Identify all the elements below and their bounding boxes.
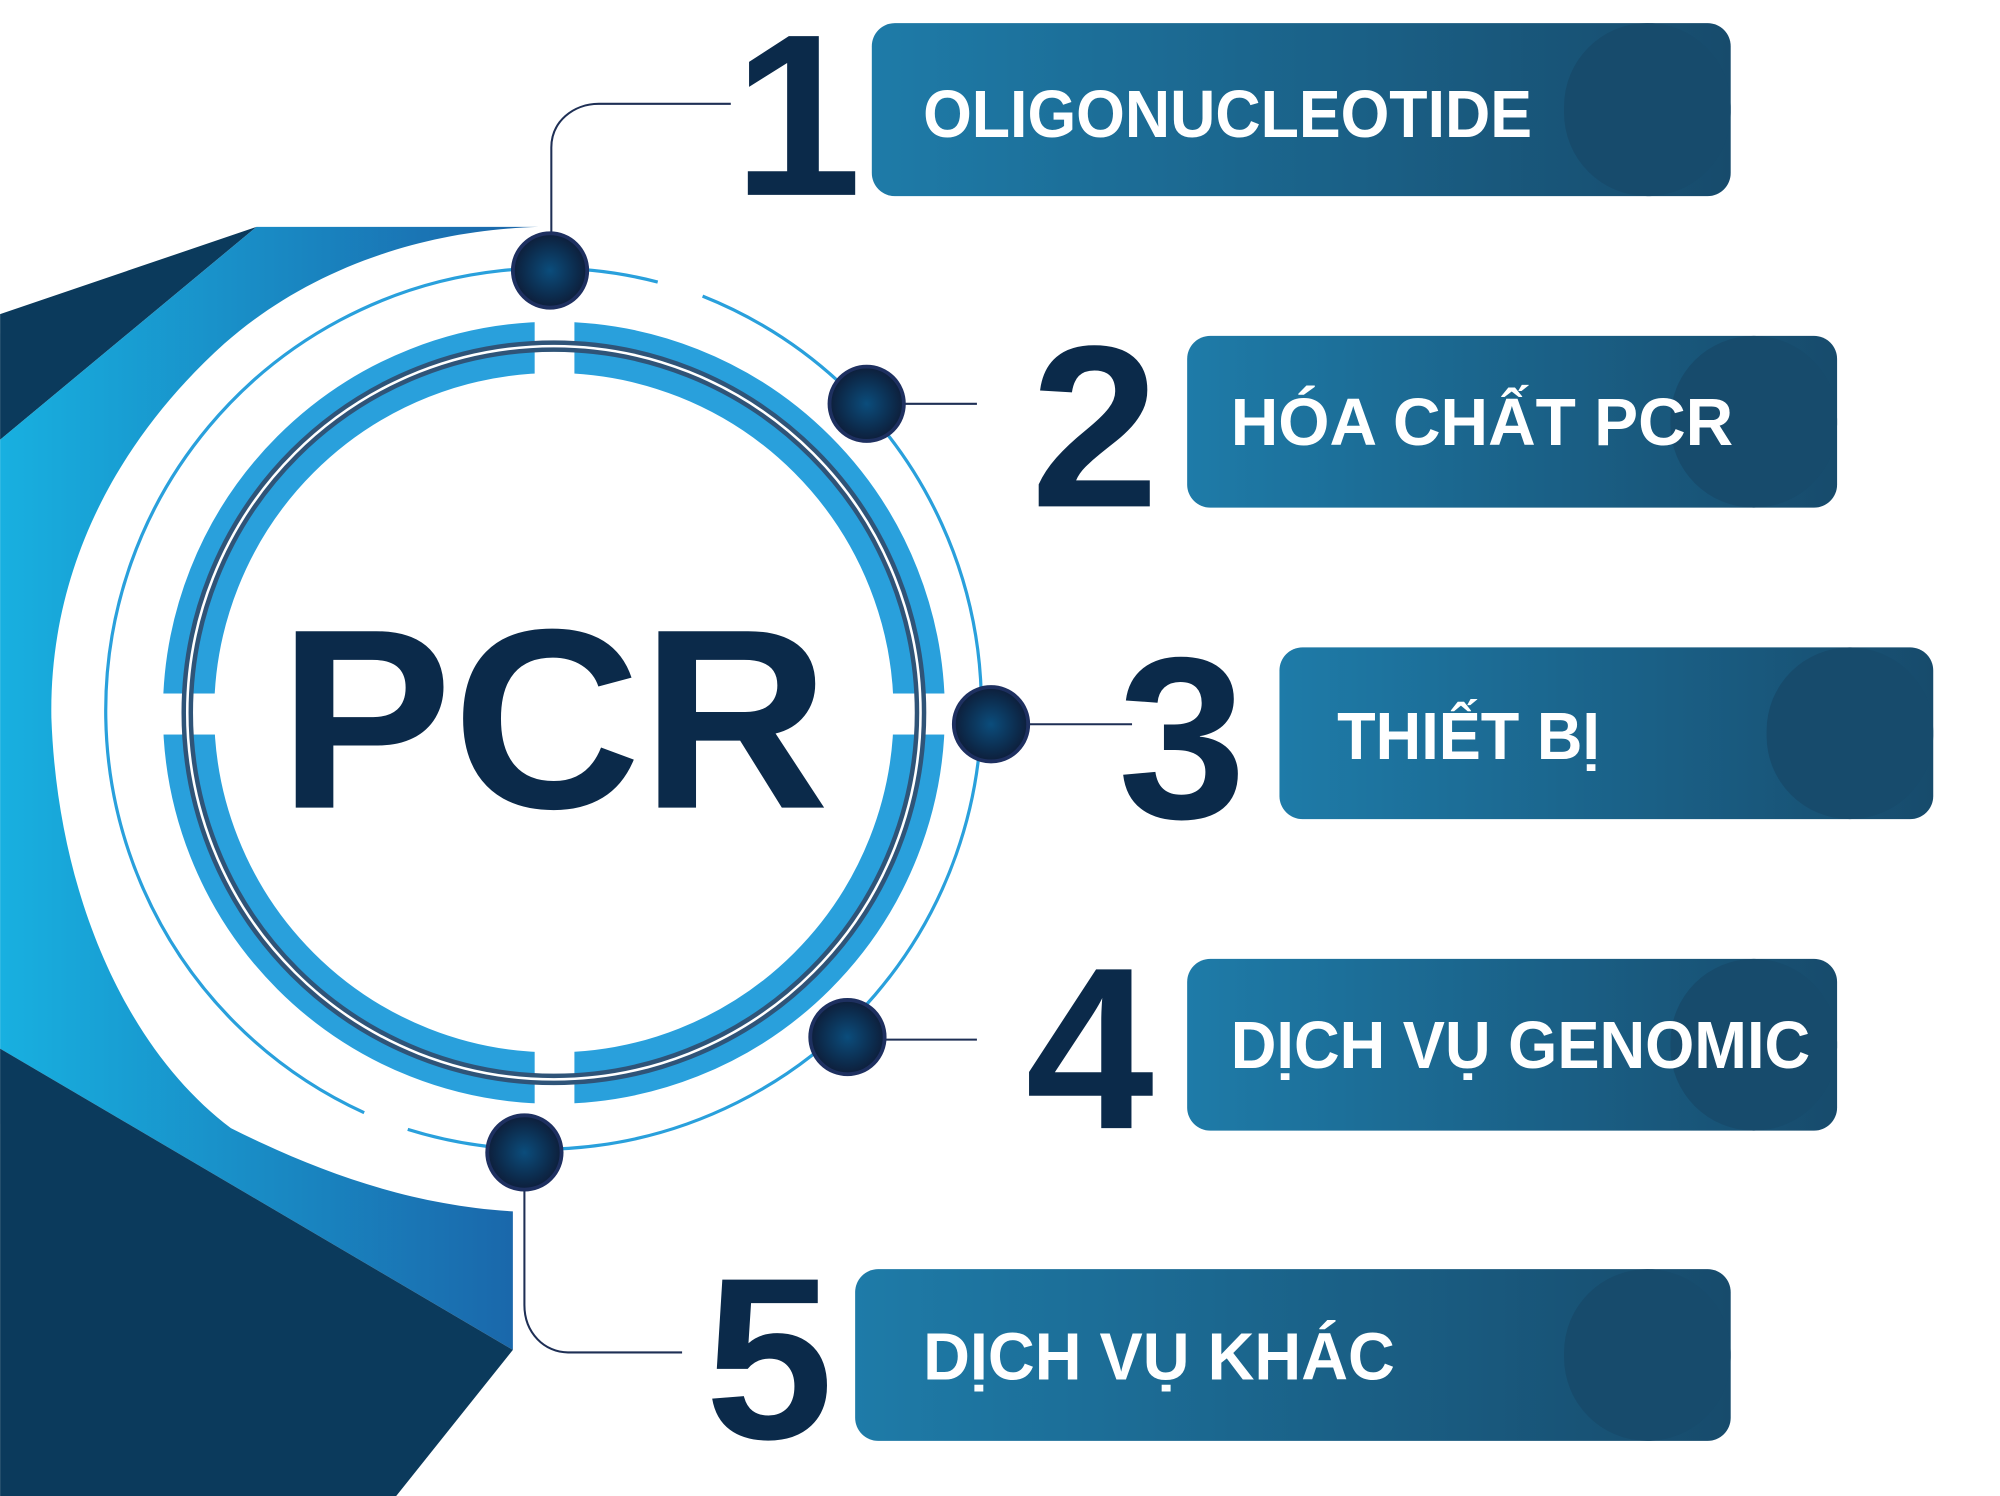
item-5[interactable]: 5 DỊCH VỤ KHÁC [705, 1229, 1731, 1487]
bottom-dark-shape [0, 1048, 513, 1496]
connectors [523, 102, 1133, 1354]
item-pill[interactable] [855, 1269, 1731, 1441]
item-label: THIẾT BỊ [1337, 699, 1600, 774]
connector-5 [523, 1189, 683, 1354]
node-dots [485, 231, 1031, 1192]
item-2[interactable]: 2 HÓA CHẤT PCR [1031, 297, 1838, 555]
outer-thin-ring [104, 266, 659, 1115]
node-dot-4 [808, 997, 887, 1077]
node-dot-2 [827, 364, 906, 443]
item-3[interactable]: 3 THIẾT BỊ [1118, 609, 1934, 867]
center-title: PCR [278, 577, 829, 863]
background-shapes [0, 226, 539, 1496]
item-number: 1 [733, 0, 861, 244]
item-pill[interactable] [871, 23, 1731, 197]
item-number: 4 [1026, 919, 1154, 1177]
item-pill[interactable] [1279, 647, 1934, 820]
item-label: DỊCH VỤ KHÁC [923, 1319, 1395, 1394]
item-pill[interactable] [1187, 335, 1838, 508]
item-number: 2 [1031, 297, 1159, 555]
node-dot-1 [510, 231, 590, 310]
node-dot-3 [951, 685, 1031, 764]
item-label: OLIGONUCLEOTIDE [923, 78, 1532, 152]
item-number: 5 [705, 1229, 833, 1487]
item-pill[interactable] [1187, 958, 1838, 1131]
item-4[interactable]: 4 DỊCH VỤ GENOMIC [1026, 919, 1838, 1177]
node-dot-5 [485, 1113, 564, 1192]
gradient-blob [0, 226, 539, 1350]
item-number: 3 [1118, 609, 1246, 867]
pcr-ring: PCR [104, 266, 984, 1151]
item-label: DỊCH VỤ GENOMIC [1231, 1009, 1810, 1083]
item-label: HÓA CHẤT PCR [1231, 385, 1734, 460]
connector-1 [550, 102, 731, 234]
item-1[interactable]: 1 OLIGONUCLEOTIDE [733, 0, 1731, 244]
